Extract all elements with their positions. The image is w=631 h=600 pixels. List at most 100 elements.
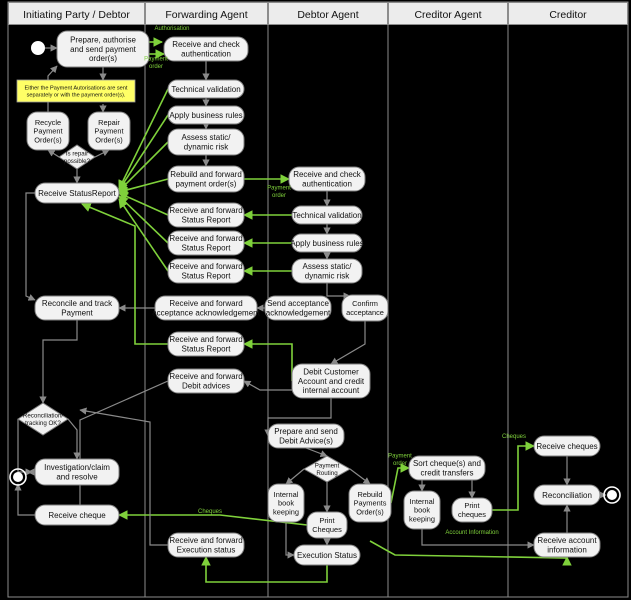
edge-debit-fa-debit xyxy=(243,380,292,391)
activity-fa-tech: Technical validation xyxy=(167,79,245,99)
edge-fa-rules-debtor xyxy=(118,114,169,191)
activity-label: Technical validation xyxy=(171,85,240,94)
edge-prepare-routing xyxy=(305,447,328,458)
edge-reconcile-decision xyxy=(39,320,78,404)
lane-title-fwd: Forwarding Agent xyxy=(165,9,247,21)
lane-title-dagent: Debtor Agent xyxy=(297,9,358,21)
edge-status-reconcile xyxy=(25,192,36,301)
edge-fa-debit-debtor xyxy=(76,380,169,521)
lane-title-creditor: Creditor xyxy=(549,9,587,21)
edge-exec-fa xyxy=(201,556,328,583)
lane-title-cagent: Creditor Agent xyxy=(414,9,481,21)
flow-label-cheques-2: Cheques xyxy=(502,434,526,440)
activity-da-rules: Apply business rules xyxy=(290,233,364,253)
activity-label: Receive cheque xyxy=(48,511,106,520)
edge-da-risk-confirm xyxy=(326,283,351,300)
edge-fa-rebuild-debtor xyxy=(118,178,169,195)
edge-decision-investigate xyxy=(67,418,81,460)
edge-decision-recycle xyxy=(47,149,60,158)
activity-fa-risk: Assess static/dynamic risk xyxy=(167,128,245,156)
decision-recon-ok: Reconciliation/tracking OK? xyxy=(17,402,69,436)
edge-routing-rebuild xyxy=(349,468,371,485)
activity-fa-rules: Apply business rules xyxy=(167,105,245,125)
activity-label: Execution Status xyxy=(297,551,357,560)
activity-label: Technical validation xyxy=(292,211,361,220)
flow-label-authorisation: Authorisation xyxy=(154,26,189,32)
edge-debit-status4 xyxy=(243,339,293,381)
edge-status3-debtor xyxy=(118,198,169,272)
edge-confirm-debit xyxy=(330,321,366,365)
activity-receive-cheque: Receive cheque xyxy=(34,504,120,526)
edge-account-information xyxy=(421,529,535,549)
decision-label: Reconciliation/tracking OK? xyxy=(23,412,64,427)
edge-routing-internal xyxy=(285,468,305,485)
edge-internal-exec xyxy=(285,522,295,559)
lane-header-creditor xyxy=(508,2,628,25)
activity-cr-receive-cheques: Receive cheques xyxy=(533,435,601,457)
activity-da-exec: Execution Status xyxy=(293,544,361,566)
start-node xyxy=(31,41,45,55)
edge-cheque-end xyxy=(14,483,35,516)
edge-payment-order-3 xyxy=(390,463,410,504)
activity-label: Receive cheques xyxy=(536,442,597,451)
activity-da-tech: Technical validation xyxy=(291,205,363,225)
lane-creditor xyxy=(507,1,629,598)
note-authorisation: Either the Payment Autorisations are sen… xyxy=(16,79,136,103)
activity-receive-status: Receive StatusReport xyxy=(34,182,120,204)
end-node-debtor-core xyxy=(13,472,23,482)
edge-cheques-creditor xyxy=(492,441,535,511)
edge-status4-debtor xyxy=(81,202,168,345)
end-node-debtor xyxy=(9,468,27,486)
